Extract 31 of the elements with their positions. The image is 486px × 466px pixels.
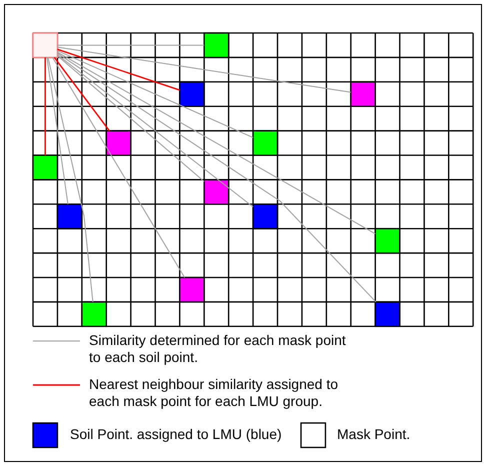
soil-point-cell <box>204 32 230 58</box>
soil-point-cell <box>56 204 83 230</box>
soil-point-cell <box>374 301 400 328</box>
connector-line <box>56 44 205 46</box>
connector-line <box>57 48 180 91</box>
soil-point-cell <box>179 276 205 303</box>
soil-point-cell <box>179 81 205 107</box>
connector-line <box>44 57 46 156</box>
connector-line <box>48 56 94 302</box>
connector-line <box>56 46 352 93</box>
connector-line <box>56 50 254 138</box>
soil-point-cell <box>252 130 278 156</box>
soil-point-cell <box>204 179 230 205</box>
legend-text: Similarity determined for each mask point to each soil point. <box>89 332 347 366</box>
connector-line <box>52 56 186 278</box>
connector-line <box>46 56 68 205</box>
connector-line <box>56 52 376 234</box>
legend-text: Nearest neighbour similarity assigned to each mask point for each LMU group. <box>89 376 340 410</box>
soil-point-cell <box>350 81 376 107</box>
connector-line <box>54 57 110 132</box>
soil-point-cell <box>374 228 400 254</box>
mask-point-cell <box>32 32 58 58</box>
legend-text: Mask Point. <box>337 426 412 443</box>
soil-point-cell <box>252 204 278 230</box>
connector-line <box>56 54 254 208</box>
connector-line <box>56 55 205 182</box>
soil-point-cell <box>81 301 107 328</box>
connector-line <box>56 52 376 302</box>
soil-point-cell <box>32 154 58 180</box>
legend-text: Soil Point. assigned to LMU (blue) <box>70 426 283 443</box>
soil-point-cell <box>106 130 132 156</box>
